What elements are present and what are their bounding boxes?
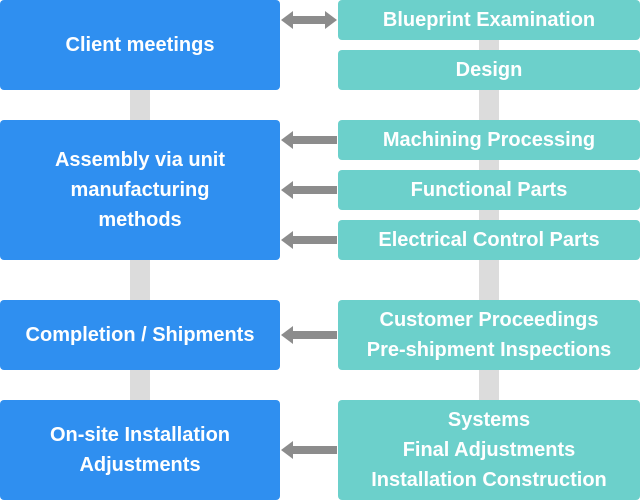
step-label-line: Client meetings xyxy=(65,34,215,56)
step-label-line: Electrical Control Parts xyxy=(378,229,600,251)
step-client-meetings: Client meetings xyxy=(0,0,280,90)
step-blueprint-examination: Blueprint Examination xyxy=(338,0,640,40)
step-label-line: Customer Proceedings xyxy=(379,309,599,331)
step-label-line: Design xyxy=(455,59,523,81)
step-label-line: Systems xyxy=(447,409,531,431)
step-assembly: Assembly via unit manufacturing methods xyxy=(0,120,280,260)
step-systems-final-adjustments: Systems Final Adjustments Installation C… xyxy=(338,400,640,500)
step-label-line: Functional Parts xyxy=(410,179,568,201)
left-arrow-icon xyxy=(279,130,339,150)
step-label-line: Pre-shipment Inspections xyxy=(366,339,612,361)
left-arrow-icon xyxy=(279,230,339,250)
step-machining-processing: Machining Processing xyxy=(338,120,640,160)
left-arrow-icon xyxy=(279,440,339,460)
step-label-line: Final Adjustments xyxy=(402,439,576,461)
step-label-line: Assembly via unit xyxy=(54,149,226,171)
double-arrow-icon xyxy=(279,10,339,30)
left-arrow-icon xyxy=(279,180,339,200)
left-arrow-icon xyxy=(279,325,339,345)
step-design: Design xyxy=(338,50,640,90)
step-customer-proceedings: Customer Proceedings Pre-shipment Inspec… xyxy=(338,300,640,370)
step-onsite-installation: On-site Installation Adjustments xyxy=(0,400,280,500)
step-label-line: methods xyxy=(98,209,182,231)
step-label-line: Blueprint Examination xyxy=(382,9,596,31)
step-label-line: Adjustments xyxy=(79,454,201,476)
step-label-line: Installation Construction xyxy=(371,469,607,491)
step-label-line: On-site Installation xyxy=(49,424,231,446)
step-completion-shipments: Completion / Shipments xyxy=(0,300,280,370)
step-electrical-control-parts: Electrical Control Parts xyxy=(338,220,640,260)
step-label-line: Completion / Shipments xyxy=(25,324,255,346)
step-label-line: Machining Processing xyxy=(382,129,596,151)
step-functional-parts: Functional Parts xyxy=(338,170,640,210)
step-label-line: manufacturing xyxy=(70,179,210,201)
